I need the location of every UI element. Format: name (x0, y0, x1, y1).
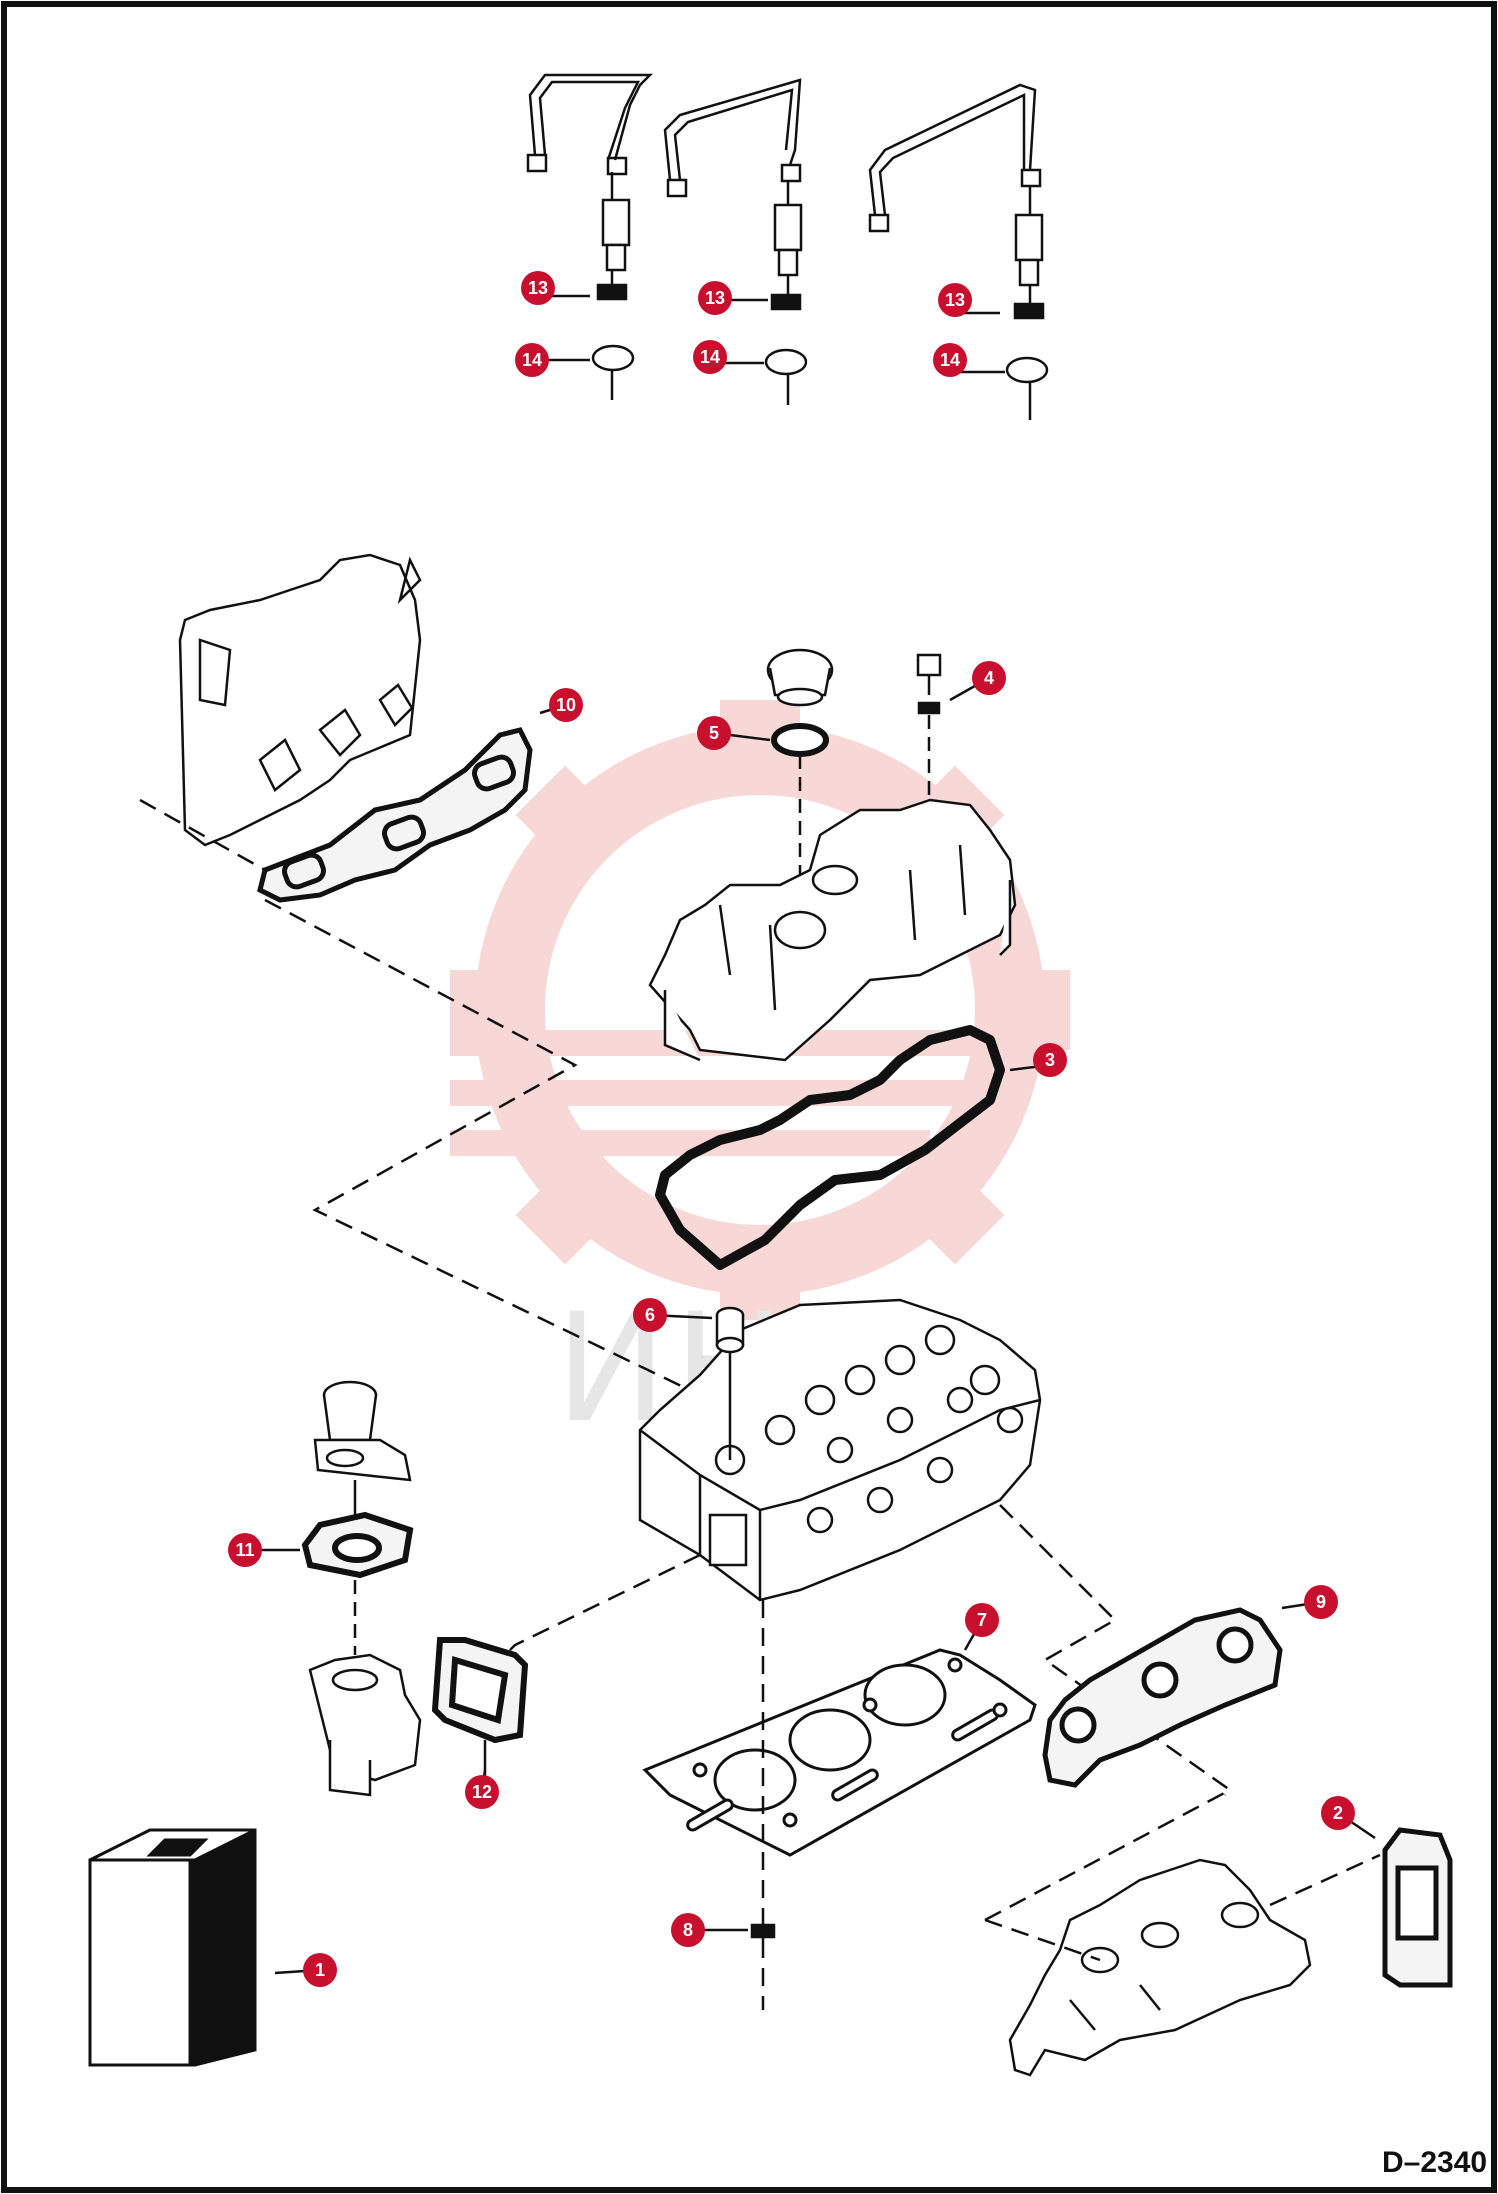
exhaust-gasket-2 (1382, 1827, 1453, 1988)
callout-circle (697, 716, 731, 750)
pin-8 (750, 1923, 776, 2010)
callout-label: 3 (1045, 1050, 1055, 1070)
dowel-6 (715, 1306, 745, 1460)
exhaust-manifold-lower (1008, 1858, 1312, 2077)
callout-circle (228, 1533, 262, 1567)
callout-label: 12 (472, 1782, 492, 1802)
callout-14: 14 (933, 343, 967, 377)
callout-3: 3 (1033, 1043, 1067, 1077)
valve-cover (648, 798, 1017, 1062)
gasket-kit-box-1 (88, 1828, 257, 2067)
callout-label: 8 (683, 1920, 693, 1940)
callout-13: 13 (521, 271, 555, 305)
callout-14: 14 (515, 343, 549, 377)
callout-label: 2 (1333, 1803, 1343, 1823)
callout-circle (1321, 1796, 1355, 1830)
callout-13: 13 (698, 281, 732, 315)
callout-label: 9 (1316, 1592, 1326, 1612)
callout-circle (693, 340, 727, 374)
callout-circle (1033, 1043, 1067, 1077)
callout-7: 7 (965, 1603, 999, 1637)
exhaust-leader (984, 1788, 1381, 1962)
callout-1: 1 (303, 1953, 337, 1987)
callout-2: 2 (1321, 1796, 1355, 1830)
callout-13: 13 (938, 283, 972, 317)
callout-label: 14 (522, 350, 542, 370)
injectors (591, 172, 1049, 420)
callout-label: 14 (700, 347, 720, 367)
callout-label: 4 (984, 668, 994, 688)
head-gasket-7 (642, 1648, 1037, 1857)
oil-cap (766, 648, 834, 900)
callout-circle (1304, 1585, 1338, 1619)
injector-lines (526, 73, 1042, 233)
water-housing (308, 1653, 422, 1797)
manifold-gasket-10 (257, 727, 533, 903)
callout-10: 10 (549, 688, 583, 722)
callout-5: 5 (697, 716, 731, 750)
callout-circle (515, 343, 549, 377)
callout-circle (465, 1775, 499, 1809)
callout-label: 13 (945, 290, 965, 310)
callouts: 13 13 13 14 14 14 10 5 4 3 6 11 9 7 12 2 8 1 (228, 271, 1355, 1987)
housing-gasket-12 (431, 1637, 529, 1744)
callout-circle (521, 271, 555, 305)
manifold-gasket-9 (1042, 1607, 1283, 1788)
callout-12: 12 (465, 1775, 499, 1809)
thermostat-gasket-11 (301, 1511, 414, 1579)
bolt-4 (916, 653, 942, 860)
callout-label: 6 (645, 1305, 655, 1325)
manifold-leader (139, 798, 701, 1397)
callout-14: 14 (693, 340, 727, 374)
callout-circle (698, 281, 732, 315)
drawing-id: D–2340 (1382, 2146, 1487, 2179)
callout-circle (303, 1953, 337, 1987)
callout-label: 11 (235, 1540, 254, 1560)
valve-cover-gasket-3 (655, 1025, 1005, 1270)
callout-circle (671, 1913, 705, 1947)
callout-label: 1 (315, 1960, 325, 1980)
callout-circle (938, 283, 972, 317)
head-leaders (509, 1504, 1232, 1940)
thermostat-housing (313, 1380, 412, 1515)
callout-circle (933, 343, 967, 377)
callout-8: 8 (671, 1913, 705, 1947)
callout-label: 7 (977, 1610, 987, 1630)
callout-circle (633, 1298, 667, 1332)
callout-4: 4 (972, 661, 1006, 695)
callout-circle (965, 1603, 999, 1637)
callout-9: 9 (1304, 1585, 1338, 1619)
callout-11: 11 (228, 1533, 262, 1567)
callout-label: 14 (940, 350, 960, 370)
cylinder-head (638, 1298, 1042, 1602)
callout-circle (972, 661, 1006, 695)
callout-label: 13 (528, 278, 548, 298)
manifold-upper (178, 553, 422, 847)
callout-6: 6 (633, 1298, 667, 1332)
callout-circle (549, 688, 583, 722)
callout-label: 13 (705, 288, 725, 308)
callout-label: 10 (556, 695, 576, 715)
callout-label: 5 (709, 723, 719, 743)
